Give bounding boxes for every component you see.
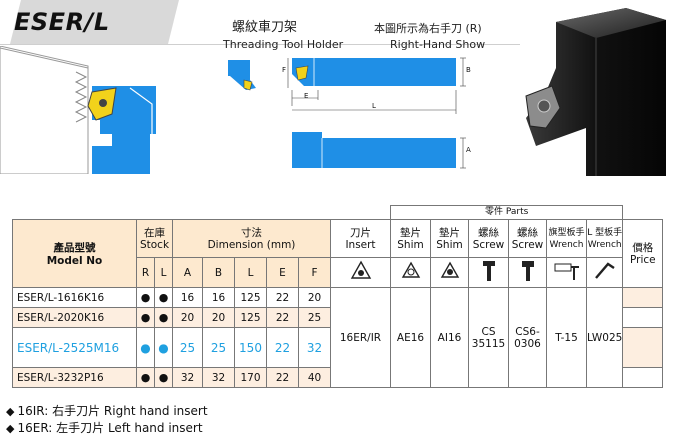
col-r: R [136,257,155,288]
stock-r: ● [136,327,155,368]
cell-e: 22 [266,367,299,388]
wrench1-value: T-15 [546,287,587,388]
dim-label-a: A [466,146,471,154]
model-header: 產品型號 Model No [12,219,137,288]
cell-l: 150 [234,327,267,368]
table-row-model: ESER/L-2020K16 [12,307,137,328]
flag-wrench-icon [546,257,587,288]
stock-r: ● [136,367,155,388]
price-cell [622,307,664,328]
price-cell [622,367,664,388]
table-row-model: ESER/L-1616K16 [12,287,137,308]
dim-label-b: B [466,66,471,74]
page-title: ESER/L [14,8,110,36]
header-en-show: Right-Hand Show [390,38,486,51]
cell-e: 22 [266,307,299,328]
l-wrench-icon [585,257,624,288]
cell-f: 40 [298,367,331,388]
cell-b: 20 [202,307,235,328]
price-cell [622,327,664,368]
screw1-icon [468,257,509,288]
col-l-stock: L [154,257,173,288]
dim-label-l: L [372,102,376,110]
tool-top-view-drawing: F E L B [222,46,472,116]
note-left-hand: ◆16ER: 左手刀片 Left hand insert [6,421,203,435]
price-cell [622,287,664,308]
diamond-bullet-icon: ◆ [6,405,15,418]
table-row-model: ESER/L-3232P16 [12,367,137,388]
cell-f: 32 [298,327,331,368]
screw2-icon [508,257,547,288]
note-right-hand: ◆16IR: 右手刀片 Right hand insert [6,404,208,418]
col-b: B [202,257,235,288]
cell-b: 16 [202,287,235,308]
stock-r: ● [136,307,155,328]
cell-a: 32 [172,367,203,388]
col-f: F [298,257,331,288]
cell-e: 22 [266,327,299,368]
insert-value: 16ER/IR [330,287,391,388]
table-row-model: ESER/L-2525M16 [12,327,137,368]
diamond-bullet-icon: ◆ [6,422,15,435]
header-en-title: Threading Tool Holder [223,38,344,51]
thread-illustration [0,46,160,174]
cell-a: 20 [172,307,203,328]
stock-l: ● [154,367,173,388]
screw2-value: CS6-0306 [508,287,547,388]
shim2-value: AI16 [430,287,469,388]
cell-a: 25 [172,327,203,368]
cell-l: 125 [234,287,267,308]
header-cn-show: 本圖所示為右手刀 (R) [374,22,482,35]
insert-icon [330,257,391,288]
tool-side-view-drawing: A [222,124,472,176]
cell-b: 25 [202,327,235,368]
col-e: E [266,257,299,288]
col-a: A [172,257,203,288]
cell-f: 20 [298,287,331,308]
col-l: L [234,257,267,288]
cell-l: 170 [234,367,267,388]
title-underline [0,44,520,45]
shim1-icon [390,257,431,288]
stock-l: ● [154,327,173,368]
shim1-value: AE16 [390,287,431,388]
stock-r: ● [136,287,155,308]
wrench2-value: LW025 [585,287,624,388]
stock-l: ● [154,287,173,308]
dim-label-e: E [304,92,309,100]
cell-e: 22 [266,287,299,308]
parts-header: 零件 Parts [389,205,624,220]
product-photo [516,8,676,176]
dim-label-f: F [282,66,287,74]
stock-l: ● [154,307,173,328]
cell-l: 125 [234,307,267,328]
cell-a: 16 [172,287,203,308]
cell-f: 25 [298,307,331,328]
shim2-icon [430,257,469,288]
header-cn-title: 螺紋車刀架 [232,20,298,35]
cell-b: 32 [202,367,235,388]
